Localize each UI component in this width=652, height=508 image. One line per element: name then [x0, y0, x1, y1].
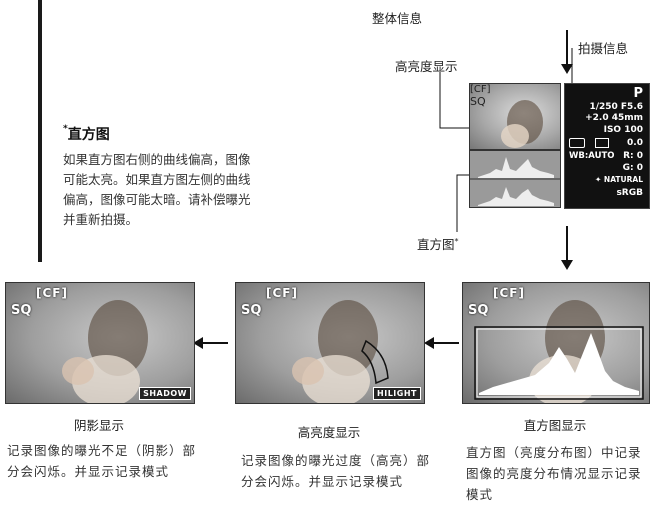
- shutter-aperture: 1/250 F5.6: [589, 102, 643, 112]
- iso-value: ISO 100: [603, 125, 643, 135]
- highlight-caption: 高亮度显示: [297, 425, 361, 440]
- highlight-description: 记录图像的曝光过度（高亮）部分会闪烁。并显示记录模式: [241, 453, 431, 489]
- picture-mode: ✦ NATURAL: [595, 175, 643, 184]
- histogram-label: 直方图*: [417, 236, 459, 252]
- shadow-badge: SHADOW: [139, 387, 191, 400]
- histogram-caption: 直方图显示: [523, 418, 587, 433]
- hilight-badge: HILIGHT: [373, 387, 421, 400]
- overall-info-label: 整体信息: [372, 11, 423, 26]
- note-title: *直方图: [63, 124, 110, 143]
- mode-value: P: [633, 86, 643, 101]
- section-bar: [38, 0, 42, 262]
- wb-value: WB:AUTO: [569, 151, 615, 161]
- shooting-info-label: 拍摄信息: [578, 41, 629, 56]
- flash-comp-value: 0.0: [627, 138, 643, 148]
- info-histogram: [469, 150, 561, 208]
- flash-icon: [595, 138, 609, 151]
- shadow-caption: 阴影显示: [73, 418, 124, 433]
- histogram-screen: [CF] SQ: [462, 282, 650, 404]
- shadow-screen: [CF] SQ SHADOW: [5, 282, 195, 404]
- color-space: sRGB: [616, 188, 643, 198]
- note-body: 如果直方图右侧的曲线偏高，图像可能太亮。如果直方图左侧的曲线偏高，图像可能太暗。…: [63, 152, 251, 227]
- highlight-screen: [CF] SQ HILIGHT: [235, 282, 425, 404]
- picture-mode-icon: ✦: [595, 175, 604, 184]
- g-value: G: 0: [622, 163, 643, 173]
- histogram-description: 直方图（亮度分布图）中记录图像的亮度分布情况显示记录模式: [466, 445, 642, 502]
- shooting-info-panel: P 1/250 F5.6 +2.0 45mm ISO 100 0.0 WB:AU…: [564, 83, 650, 209]
- metering-icon: [569, 138, 585, 151]
- r-value: R: 0: [623, 151, 643, 161]
- exposure-focal: +2.0 45mm: [585, 113, 643, 123]
- info-thumbnail: [CF] SQ: [469, 83, 561, 150]
- highlight-display-label: 高亮度显示: [395, 59, 458, 74]
- shadow-description: 记录图像的曝光不足（阴影）部分会闪烁。并显示记录模式: [7, 443, 197, 479]
